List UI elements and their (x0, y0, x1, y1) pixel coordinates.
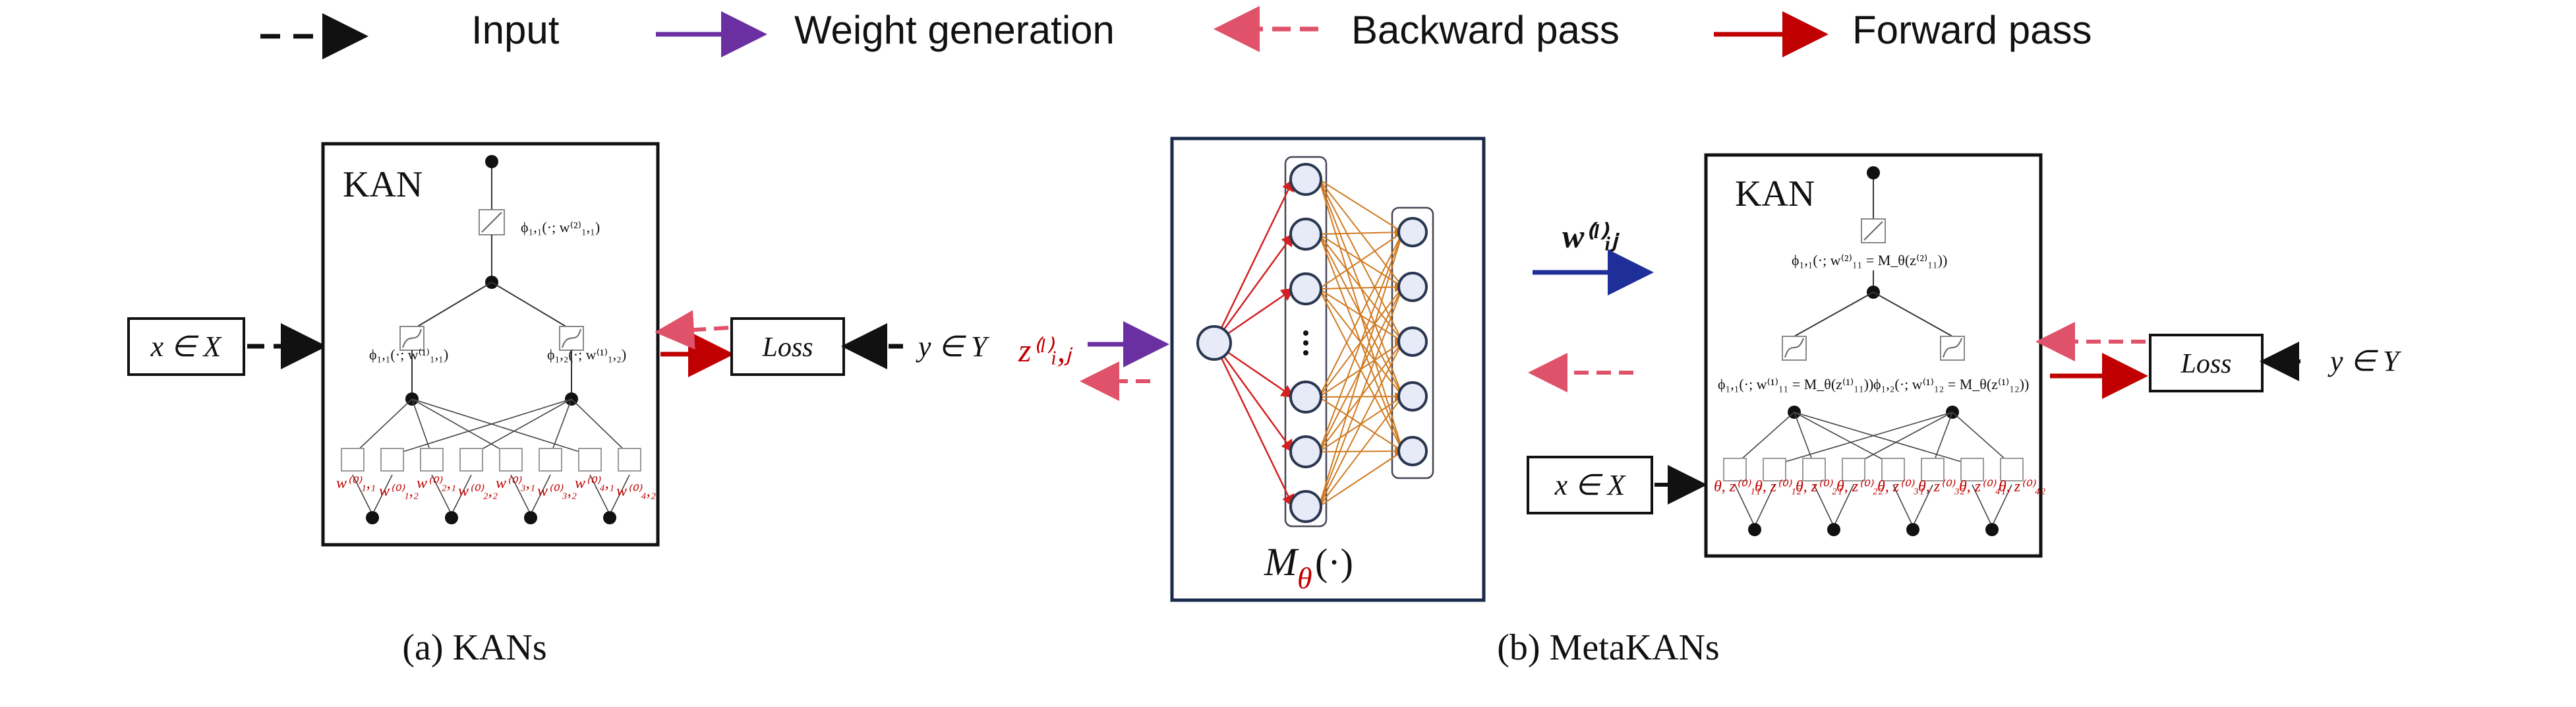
panel-b-phi-left: ϕ₁,₁(·; w⁽¹⁾₁₁ = M_θ(z⁽¹⁾₁₁)) (1718, 376, 1873, 392)
panel-b-loss-text: Loss (2180, 349, 2231, 379)
mlp-ellipsis (1303, 330, 1308, 355)
panel-a-phi-right: ϕ₁,₂(·; w⁽¹⁾₁,₂) (547, 346, 626, 363)
mlp-output-layer-frame (1391, 206, 1434, 479)
panel-a-weight-label: w⁽⁰⁾₂,₂ (458, 483, 498, 500)
mlp-input-neuron (1196, 325, 1232, 361)
panel-a-weight-labels: w⁽⁰⁾₁,₁ w⁽⁰⁾₁,₂ w⁽⁰⁾₂,₁ w⁽⁰⁾₂,₂ w⁽⁰⁾₃,₁ … (336, 475, 656, 500)
panel-a-input-nodes (366, 511, 616, 524)
panel-b: z⁽ˡ⁾ᵢ,ⱼ (1018, 137, 2402, 668)
legend-backward-label: Backward pass (1351, 8, 1620, 52)
panel-b-loss-box: Loss (2149, 334, 2264, 392)
panel-b-weight-label: θ, z⁽⁰⁾₁₂ (1755, 478, 1801, 495)
panel-a-caption: (a) KANs (402, 627, 546, 668)
panel-a-input-text: x ∈ X (150, 330, 223, 363)
panel-b-weight-label: θ, z⁽⁰⁾₄₂ (1999, 478, 2045, 495)
legend: Input Weight generation Backward pass Fo… (260, 6, 2092, 59)
panel-b-lower-edges (1734, 412, 2012, 527)
panel-a-loss-text: Loss (761, 332, 813, 363)
legend-weight-generation: Weight generation (656, 8, 1115, 57)
panel-b-input-nodes (1748, 523, 1999, 536)
mlp-label: M θ (·) (1264, 540, 1353, 595)
panel-a-kan-label: KAN (343, 164, 423, 205)
panel-b-kan-label: KAN (1735, 173, 1815, 214)
panel-b-output-node (1867, 166, 1880, 179)
panel-a-weight-label: w⁽⁰⁾₃,₂ (537, 483, 577, 500)
panel-a-phi-top: ϕ₁,₁(·; w⁽²⁾₁,₁) (521, 219, 600, 235)
panel-a-weight-label: w⁽⁰⁾₄,₁ (575, 475, 614, 492)
panel-b-target-text: y ∈ Y (2327, 345, 2402, 377)
panel-a-weight-label: w⁽⁰⁾₁,₂ (379, 483, 419, 500)
mlp-label-arg: (·) (1315, 541, 1353, 584)
mlp-hidden-layer-frame (1284, 156, 1328, 528)
panel-a-input-box: x ∈ X (127, 317, 245, 376)
legend-input: Input (260, 8, 560, 59)
legend-weight-label: Weight generation (794, 8, 1115, 52)
panel-a-weight-label: w⁽⁰⁾₃,₁ (496, 475, 535, 492)
panel-b-phi-right: ϕ₁,₂(·; w⁽¹⁾₁₂ = M_θ(z⁽¹⁾₁₂)) (1873, 376, 2029, 392)
panel-b-input-box: x ∈ X (1527, 456, 1653, 514)
mlp-hidden-neurons (1289, 163, 1322, 523)
panel-a-backward-arrow (655, 310, 729, 350)
panel-a-weight-label: w⁽⁰⁾₂,₁ (417, 475, 456, 492)
panel-a-target-text: y ∈ Y (916, 330, 990, 363)
panel-a-output-node (485, 155, 498, 168)
panel-a-bottom-spline-icons (341, 448, 641, 472)
panel-b-phi-top: ϕ₁,₁(·; w⁽²⁾₁₁ = M_θ(z⁽²⁾₁₁)) (1792, 252, 1947, 268)
legend-forward-pass: Forward pass (1714, 8, 2092, 57)
panel-a-loss-box: Loss (730, 317, 845, 376)
panel-b-weight-label: θ, z⁽⁰⁾₁₁ (1714, 478, 1761, 495)
panel-b-weight-label: θ, z⁽⁰⁾₄₁ (1959, 478, 2006, 495)
mlp-hidden-edges (1318, 179, 1403, 507)
panel-b-weight-label: θ, z⁽⁰⁾₃₂ (1918, 478, 1965, 495)
panel-a-weight-label: w⁽⁰⁾₄,₂ (616, 483, 656, 500)
panel-b-bottom-spline-icons (1723, 458, 2024, 481)
panel-b-weight-labels: θ, z⁽⁰⁾₁₁ θ, z⁽⁰⁾₁₂ θ, z⁽⁰⁾₂₁ θ, z⁽⁰⁾₂₂ … (1714, 478, 2045, 495)
panel-b-w-label: w⁽ˡ⁾ᵢⱼ (1562, 218, 1620, 255)
mlp-label-theta: θ (1297, 561, 1312, 595)
panel-b-input-text: x ∈ X (1554, 469, 1627, 501)
mlp-output-neurons (1397, 217, 1428, 466)
panel-a-phi-left: ϕ₁,₁(·; w⁽¹⁾₁,₁) (369, 346, 448, 363)
panel-b-caption: (b) MetaKANs (1497, 627, 1719, 668)
mlp-box (1170, 137, 1486, 602)
panel-a-lower-edges (352, 398, 630, 515)
panel-b-weight-label: θ, z⁽⁰⁾₂₁ (1796, 478, 1842, 495)
legend-backward-pass: Backward pass (1214, 6, 1620, 52)
panel-b-weight-label: θ, z⁽⁰⁾₂₂ (1836, 478, 1883, 495)
legend-forward-label: Forward pass (1852, 8, 2092, 52)
legend-input-label: Input (471, 8, 560, 52)
mlp-label-m: M (1264, 540, 1299, 584)
panel-b-weight-label: θ, z⁽⁰⁾₃₁ (1877, 478, 1924, 495)
panel-a-weight-label: w⁽⁰⁾₁,₁ (336, 475, 376, 492)
panel-b-z-label: z⁽ˡ⁾ᵢ,ⱼ (1018, 332, 1073, 369)
panel-a: x ∈ X KAN ϕ₁,₁(·; w⁽²⁾₁,₁) ϕ₁,₁(·; w⁽¹⁾₁… (127, 142, 990, 668)
